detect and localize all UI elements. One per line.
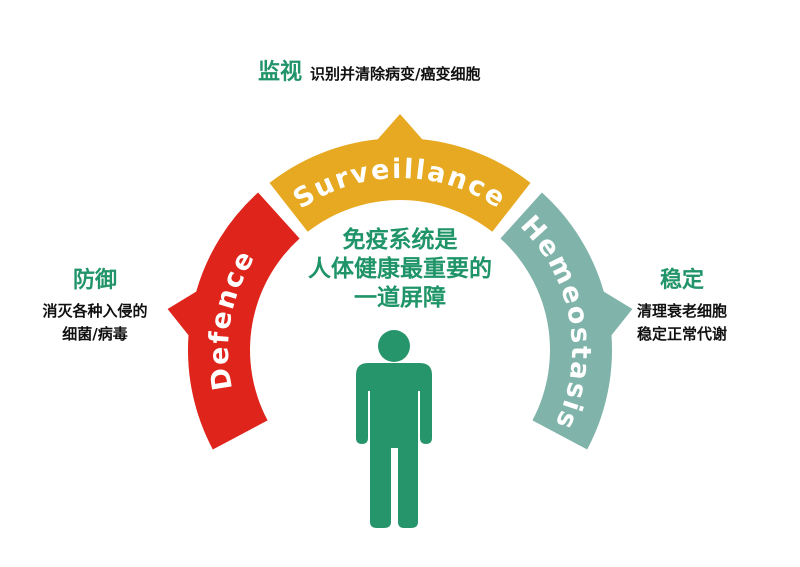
surveillance-arc [269,114,531,232]
hemeostasis-arc [500,192,633,450]
hemeostasis-desc-1: 清理衰老细胞 [636,302,727,320]
surveillance-desc: 识别并清除病变/癌变细胞 [310,65,481,83]
defence-caption: 防御 消灭各种入侵的 细菌/病毒 [20,262,170,346]
defence-desc-1: 消灭各种入侵的 [42,302,148,320]
hemeostasis-title: 稳定 [659,268,704,293]
defence-arc [167,192,300,450]
defence-title: 防御 [72,268,117,293]
hemeostasis-caption: 稳定 清理衰老细胞 稳定正常代谢 [612,262,752,346]
surveillance-title: 监视 [258,60,303,85]
center-line-2: 人体健康最重要的 [308,256,492,282]
person-icon [356,330,432,528]
center-line-3: 一道屏障 [354,285,446,311]
defence-desc-2: 细菌/病毒 [62,325,128,343]
center-line-1: 免疫系统是 [342,227,458,253]
center-statement: 免疫系统是 人体健康最重要的 一道屏障 [270,226,530,313]
surveillance-caption: 监视 识别并清除病变/癌变细胞 [258,54,481,86]
hemeostasis-desc-2: 稳定正常代谢 [636,325,727,343]
